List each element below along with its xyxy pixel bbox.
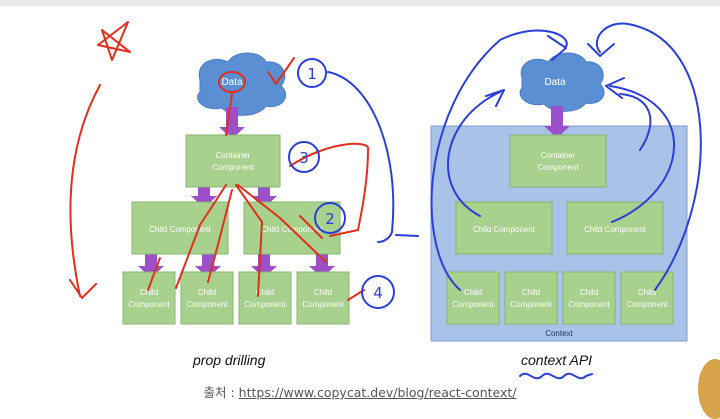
pd-container-line2: Component	[212, 163, 254, 172]
blue-arc-inner-left	[446, 89, 505, 217]
ctx-context-label: Context	[545, 329, 573, 338]
ctx-leaf-4: Child Component	[620, 271, 674, 325]
pd-leaf-1-line1: Child	[140, 288, 158, 297]
blue-pen-annotations	[288, 22, 702, 380]
ctx-container-line1: Container	[541, 151, 576, 160]
ctx-container-component: Container Component	[509, 134, 607, 188]
annotation-1: 1	[307, 65, 317, 83]
ctx-child-label-left: Child Component	[473, 225, 536, 234]
ctx-child-label-right: Child Component	[584, 225, 647, 234]
pd-leaf-2-line1: Child	[198, 288, 216, 297]
source-credit: 출처 : https://www.copycat.dev/blog/react-…	[0, 382, 720, 401]
ctx-leaf-1-line1: Child	[464, 288, 482, 297]
red-left-arc	[69, 84, 101, 299]
context-api-diagram: Context Data Container Component Child C…	[430, 52, 688, 342]
ctx-leaf-4-line2: Component	[626, 300, 668, 309]
pd-leaf-2: Child Component	[180, 271, 234, 325]
annotation-2: 2	[325, 210, 335, 228]
blue-circle-3	[288, 141, 320, 173]
pd-child-component-left: Child Component	[131, 201, 229, 255]
red-pen-annotations	[69, 21, 370, 301]
ctx-leaf-1: Child Component	[446, 271, 500, 325]
blue-circle-4	[361, 275, 395, 309]
blue-arc-inner-right	[605, 77, 675, 223]
ctx-leaf-3-line1: Child	[580, 288, 598, 297]
pd-leaf-3: Child Component	[238, 271, 292, 325]
ctx-leaf-4-line1: Child	[638, 288, 656, 297]
blue-loop-left	[327, 71, 419, 243]
ctx-data-label: Data	[544, 77, 566, 88]
top-bar	[0, 0, 720, 6]
pd-leaf-3-line2: Component	[244, 300, 286, 309]
pd-leaf-1-line2: Component	[128, 300, 170, 309]
red-bracket	[289, 142, 370, 237]
ctx-leaf-1-line2: Component	[452, 300, 494, 309]
ctx-leaf-3: Child Component	[562, 271, 616, 325]
ctx-leaf-3-line2: Component	[568, 300, 610, 309]
pd-leaf-4-line2: Component	[302, 300, 344, 309]
blue-arc-outer-left	[430, 29, 568, 291]
ctx-leaf-2-line2: Component	[510, 300, 552, 309]
pd-data-label: Data	[221, 77, 243, 88]
annotation-numbers: 1 3 2 4	[299, 65, 383, 302]
source-prefix: 출처 :	[203, 385, 239, 400]
red-flow-lines	[147, 93, 327, 297]
blue-circle-1	[297, 58, 327, 88]
ctx-prop-arrow	[544, 106, 570, 138]
annotation-3: 3	[299, 149, 309, 167]
prop-drilling-caption: prop drilling	[193, 352, 266, 368]
pd-leaf-2-line2: Component	[186, 300, 228, 309]
blue-circle-2	[314, 202, 346, 234]
red-check-mark	[267, 57, 295, 85]
ctx-leaf-2: Child Component	[504, 271, 558, 325]
source-link[interactable]: https://www.copycat.dev/blog/react-conte…	[238, 385, 517, 400]
red-star-mark	[97, 21, 131, 61]
pd-leaf-4-line1: Child	[314, 288, 332, 297]
pd-leaf-3-line1: Child	[256, 288, 274, 297]
diagram-canvas: Data Container Component	[69, 21, 702, 380]
pd-child-label-left: Child Component	[149, 225, 212, 234]
ctx-child-component-right: Child Component	[566, 201, 664, 255]
ctx-data-cloud: Data	[519, 52, 605, 112]
annotation-4: 4	[373, 284, 383, 302]
pd-data-cloud: Data	[197, 52, 287, 116]
pd-container-component: Container Component	[185, 134, 281, 188]
prop-drilling-diagram: Data Container Component	[122, 52, 350, 325]
red-data-circle	[218, 71, 246, 93]
context-api-caption: context API	[521, 352, 593, 368]
ctx-container-line2: Component	[537, 163, 579, 172]
pd-container-line1: Container	[216, 151, 251, 160]
ctx-leaf-2-line1: Child	[522, 288, 540, 297]
blue-arc-mid-right	[619, 93, 652, 151]
blue-arc-outer-right	[587, 22, 702, 291]
pd-leaf-4: Child Component	[296, 271, 350, 325]
blue-wavy-underline	[519, 372, 593, 380]
pd-leaf-1: Child Component	[122, 271, 176, 325]
